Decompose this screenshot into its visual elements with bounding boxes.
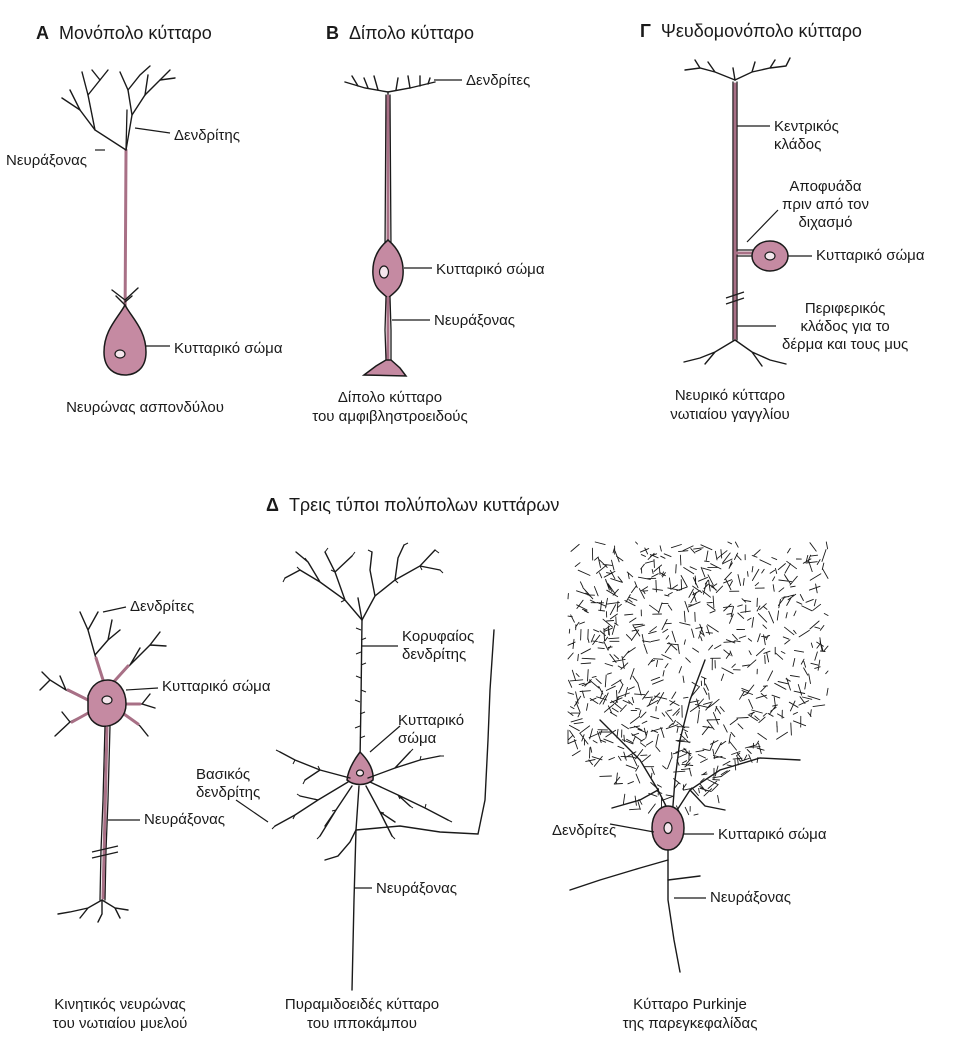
- purkinje-caption: Κύτταρο Purkinje της παρεγκεφαλίδας: [590, 995, 790, 1033]
- motor-caption-line2: του νωτιαίου μυελού: [52, 1015, 188, 1032]
- bipolar-terminal: [361, 359, 408, 377]
- panel-c-title-text: Ψευδομονόπολο κύτταρο: [660, 21, 862, 41]
- panel-a-axon-label: Νευράξονας: [6, 152, 87, 169]
- panel-c-letter: Γ: [640, 21, 651, 41]
- panel-b-dendrites-label: Δενδρίτες: [466, 72, 531, 89]
- bipolar-neuron: [344, 75, 462, 377]
- purkinje-axon-label: Νευράξονας: [710, 889, 791, 906]
- pyramidal-soma-label: Κυτταρικό σώμα: [398, 712, 465, 747]
- panel-b-caption: Δίπολο κύτταρο του αμφιβληστροειδούς: [285, 388, 495, 426]
- panel-d-title: Δ Τρεις τύποι πολύπολων κυττάρων: [266, 494, 559, 516]
- panel-a-title: Α Μονόπολο κύτταρο: [36, 22, 212, 44]
- panel-b-letter: Β: [326, 23, 339, 43]
- motor-neuron: [39, 606, 167, 923]
- motor-caption-line1: Κινητικός νευρώνας: [54, 996, 186, 1013]
- unipolar-nucleus: [114, 349, 126, 359]
- pyramidal-apical-label: Κορυφαίος δενδρίτης: [402, 628, 475, 663]
- purkinje-dendrites-label: Δενδρίτες: [552, 822, 617, 839]
- panel-b-title-text: Δίπολο κύτταρο: [349, 23, 475, 43]
- pyramidal-neuron: [235, 542, 495, 991]
- panel-a-letter: Α: [36, 23, 49, 43]
- panel-d-letter: Δ: [266, 495, 279, 515]
- unipolar-soma: [103, 303, 147, 376]
- motor-caption: Κινητικός νευρώνας του νωτιαίου μυελού: [30, 995, 210, 1033]
- panel-b-caption-line1: Δίπολο κύτταρο: [337, 389, 443, 406]
- pyramidal-axon-label: Νευράξονας: [376, 880, 457, 897]
- unipolar-neuron: [61, 65, 176, 376]
- panel-c-title: Γ Ψευδομονόπολο κύτταρο: [640, 20, 862, 42]
- panel-b-soma-label: Κυτταρικό σώμα: [436, 261, 545, 278]
- panel-d-title-text: Τρεις τύποι πολύπολων κυττάρων: [288, 495, 560, 515]
- panel-a-soma-label: Κυτταρικό σώμα: [174, 340, 283, 357]
- purkinje-branchlets: [567, 541, 829, 821]
- panel-a-title-text: Μονόπολο κύτταρο: [59, 23, 212, 43]
- panel-c-soma-label: Κυτταρικό σώμα: [816, 247, 925, 264]
- pseudounipolar-neuron: [683, 57, 812, 367]
- purkinje-caption-line1: Κύτταρο Purkinje: [633, 996, 747, 1013]
- panel-b-caption-line2: του αμφιβληστροειδούς: [312, 408, 468, 425]
- panel-b-title: Β Δίπολο κύτταρο: [326, 22, 474, 44]
- motor-dendrites-label: Δενδρίτες: [130, 598, 195, 615]
- pyramidal-caption: Πυραμιδοειδές κύτταρο του ιπποκάμπου: [262, 995, 462, 1033]
- motor-axon-label: Νευράξονας: [144, 811, 225, 828]
- pyramidal-caption-line2: του ιπποκάμπου: [307, 1015, 417, 1032]
- panel-c-peripheral-branch-label: Περιφερικός κλάδος για το δέρμα και τους…: [782, 300, 909, 353]
- purkinje-nucleus: [663, 821, 673, 835]
- panel-a-dendrite-label: Δενδρίτης: [174, 127, 240, 144]
- panel-b-axon-label: Νευράξονας: [434, 312, 515, 329]
- pseudounipolar-nucleus: [764, 251, 776, 261]
- purkinje-neuron: [567, 541, 829, 973]
- panel-c-caption-line1: Νευρικό κύτταρο: [674, 387, 786, 404]
- purkinje-caption-line2: της παρεγκεφαλίδας: [622, 1015, 758, 1032]
- motor-nucleus: [101, 695, 113, 705]
- panel-a-caption: Νευρώνας ασπονδύλου: [66, 399, 224, 416]
- pyramidal-soma: [346, 750, 374, 786]
- purkinje-soma-label: Κυτταρικό σώμα: [718, 826, 827, 843]
- purkinje-dendritic-tree: [567, 541, 829, 821]
- motor-soma-label: Κυτταρικό σώμα: [162, 678, 271, 695]
- pyramidal-nucleus: [355, 769, 365, 777]
- bipolar-nucleus: [378, 265, 390, 279]
- panel-c-central-branch-label: Κεντρικός κλάδος: [774, 118, 839, 153]
- panel-c-caption: Νευρικό κύτταρο νωτιαίου γαγγλίου: [630, 386, 830, 424]
- panel-c-caption-line2: νωτιαίου γαγγλίου: [670, 406, 790, 423]
- panel-c-stem-label: Αποφυάδα πριν από τον διχασμό: [782, 178, 869, 231]
- pyramidal-caption-line1: Πυραμιδοειδές κύτταρο: [284, 996, 440, 1013]
- pyramidal-basal-label: Βασικός δενδρίτης: [196, 766, 261, 801]
